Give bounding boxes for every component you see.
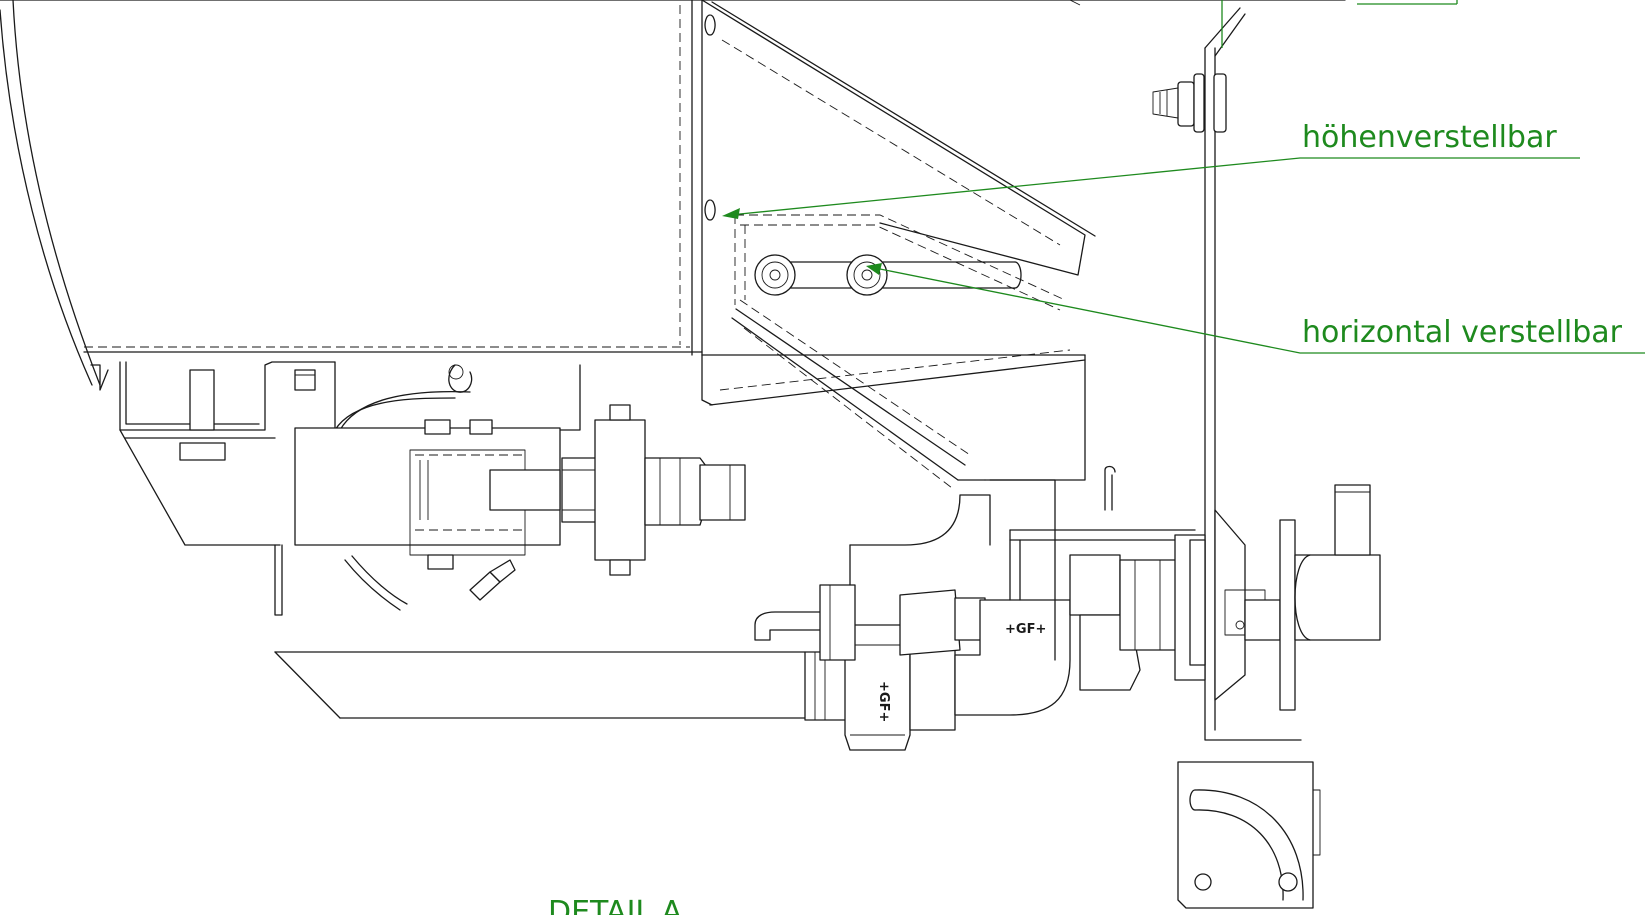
- angled-bracket: [701, 0, 1096, 489]
- valve-assembly: +GF+: [754, 465, 1206, 716]
- horizontal-pipe: [274, 651, 806, 719]
- label-horizontal-adjustable: horizontal verstellbar: [1302, 315, 1623, 350]
- clamp-assembly: [294, 404, 746, 611]
- elbow-mark: +GF+: [1005, 622, 1046, 637]
- callout-top-partial: [1221, 0, 1458, 48]
- vertical-rod: [1152, 7, 1321, 909]
- detail-title: DETAIL A: [548, 895, 683, 915]
- union-mark: +GF+: [876, 681, 891, 722]
- limit-box: [1177, 761, 1321, 909]
- right-fitting: [1214, 484, 1381, 711]
- union-fitting: +GF+: [804, 624, 956, 751]
- bolt-left: [754, 254, 796, 296]
- tank-body: [0, 0, 1346, 386]
- callout-horizontal[interactable]: horizontal verstellbar: [866, 263, 1645, 354]
- lower-bracket: [90, 361, 581, 616]
- bolt-right: [846, 254, 888, 296]
- top-nut: [1152, 73, 1227, 133]
- callout-height[interactable]: höhenverstellbar: [722, 120, 1580, 219]
- label-height-adjustable: höhenverstellbar: [1302, 120, 1557, 155]
